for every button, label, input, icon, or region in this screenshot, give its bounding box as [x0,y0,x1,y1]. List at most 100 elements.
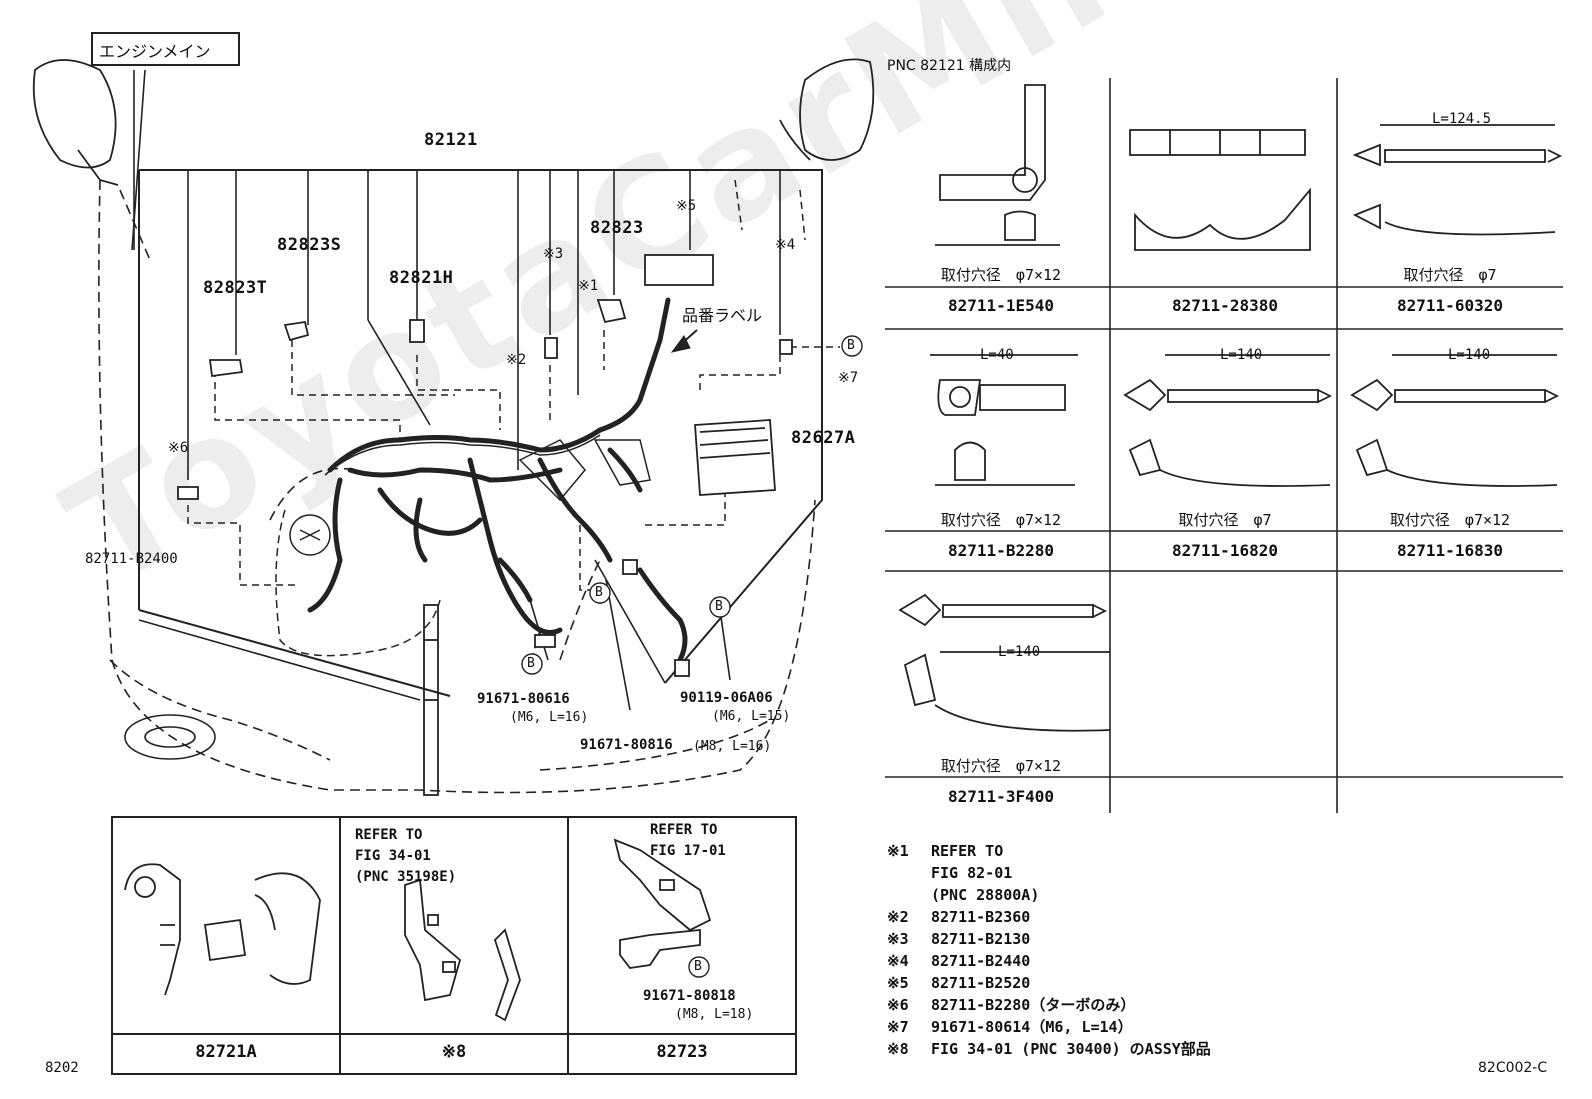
wire-harness [307,297,688,663]
clip-r2c3-dim: L=140 [1448,347,1491,363]
label-82627A: 82627A [791,428,856,448]
note-mark-s3: ※3 [543,246,564,262]
b-mark-2: B [527,656,535,671]
leader-lines [131,69,781,711]
bracket-strip [423,604,439,796]
bolt-90119 [674,659,690,677]
clip-r1c3-dim: L=124.5 [1432,111,1492,127]
note-mark-s5: ※5 [676,198,697,214]
note-key: ※6 [887,996,909,1014]
clip-r2c2-caption: 取付穴径 φ7 [1178,511,1272,529]
bottom-panel-3-bolt-spec: (M8, L=18) [675,1007,754,1022]
clip-r2c2-dim: L=140 [1220,347,1263,363]
front-emblem [124,714,216,760]
note-key: ※7 [887,1018,909,1036]
clip-r3c1-part: 82711-3F400 [948,787,1054,806]
b-mark-4: B [715,599,723,614]
mirror-right [779,58,875,161]
bottom-panel-3-bolt: 91671-80818 [643,988,736,1004]
note-mark-s2: ※2 [506,352,527,368]
bottom-panel-2-refer-line3: (PNC 35198E) [355,869,457,885]
b-mark-3: B [595,585,603,600]
clip-r3c1-caption: 取付穴径 φ7×12 [940,757,1062,775]
label-82821H: 82821H [389,268,454,288]
clip-r1c1-caption: 取付穴径 φ7×12 [940,266,1062,284]
note-text: 82711-B2440 [931,952,1031,970]
note-text: 82711-B2520 [931,974,1031,992]
bolt-91671-80616 [534,634,556,648]
note-mark-s4: ※4 [775,237,796,253]
part-number-label-tag: 品番ラベル [682,306,763,325]
header-box-frame [91,32,240,66]
bolt-91671-80816 [622,559,638,575]
clip-table-grid [885,78,1563,813]
b-mark-1: B [847,338,855,353]
bottom-panel-2-refer: REFER TO FIG 34-01 (PNC 35198E) [355,825,456,888]
label-82823S: 82823S [277,235,342,255]
bottom-panel-1-part: 82721A [195,1042,257,1062]
note-text: (PNC 28800A) [931,886,1040,904]
footer-figure-code: 82C002-C [1478,1060,1548,1076]
label-82121: 82121 [424,130,478,150]
note-text: FIG 34-01 (PNC 30400) のASSY部品 [931,1040,1211,1058]
bolt-91671-80816-spec: (M8, L=16) [693,739,772,754]
note-mark-s6: ※6 [168,440,189,456]
dashed-connectors [187,179,840,666]
clip-s3 [544,337,558,359]
note-row: ※7 91671-80614（M6, L=14） [887,1016,1211,1038]
footer-page-ref: 8202 [45,1060,79,1076]
note-row: ※3 82711-B2130 [887,928,1211,950]
main-frame [139,169,823,684]
clip-r1c1-part: 82711-1E540 [948,296,1054,315]
note-key: ※8 [887,1040,909,1058]
note-row: (PNC 28800A) [887,884,1211,906]
clip-r2c1-part: 82711-B2280 [948,541,1054,560]
note-text: 82711-B2360 [931,908,1031,926]
note-key: ※2 [887,908,909,926]
pnc-header: PNC 82121 構成内 [887,58,1012,74]
bottom-panel-2-refer-line1: REFER TO [355,827,423,843]
note-row: ※4 82711-B2440 [887,950,1211,972]
bolt-91671-80616-pn: 91671-80616 [477,691,570,707]
note-key: ※1 [887,842,909,860]
clip-s4 [779,339,793,355]
clip-r1c2-part: 82711-28380 [1172,296,1278,315]
small-parts [177,254,793,677]
note-text: 91671-80614（M6, L=14） [931,1018,1133,1036]
note-mark-s1: ※1 [578,278,599,294]
bolt-91671-80816-pn: 91671-80816 [580,737,673,753]
b-circles [521,335,863,978]
note-text: FIG 82-01 [931,864,1013,882]
bottom-panel-3-refer-line2: FIG 17-01 [650,843,726,859]
bottom-panel-2-part: ※8 [441,1042,467,1062]
clip-r1c3-part: 82711-60320 [1397,296,1503,315]
label-82823: 82823 [590,218,644,238]
header-box-label: エンジンメイン [99,42,211,61]
mirror-left [32,59,119,186]
clip-r2c1-dim: L=40 [980,347,1014,363]
note-row: FIG 82-01 [887,862,1211,884]
bottom-panel-3-refer-line1: REFER TO [650,822,718,838]
bottom-panel-3-part: 82723 [656,1042,708,1062]
panel2-sketch [404,878,521,1022]
clip-sketches [898,84,1563,732]
bottom-panel-3-refer: REFER TO FIG 17-01 [650,820,726,862]
note-key: ※4 [887,952,909,970]
note-text: 82711-B2130 [931,930,1031,948]
note-key: ※3 [887,930,909,948]
note-mark-s7: ※7 [838,370,859,386]
bottom-frame [111,816,797,1075]
clip-82821H [409,319,425,343]
wire-harness-detail [324,434,651,502]
car-body-outline [98,179,816,794]
bolt-91671-80616-spec: (M6, L=16) [510,710,589,725]
label-arrow [670,329,698,353]
engine-outline [275,509,441,657]
note-key: ※5 [887,974,909,992]
clip-82823S [283,320,310,342]
clip-r2c3-part: 82711-16830 [1397,541,1503,560]
bolt-90119-06A06-pn: 90119-06A06 [680,690,773,706]
clip-r3c1-dim: L=140 [998,644,1041,660]
